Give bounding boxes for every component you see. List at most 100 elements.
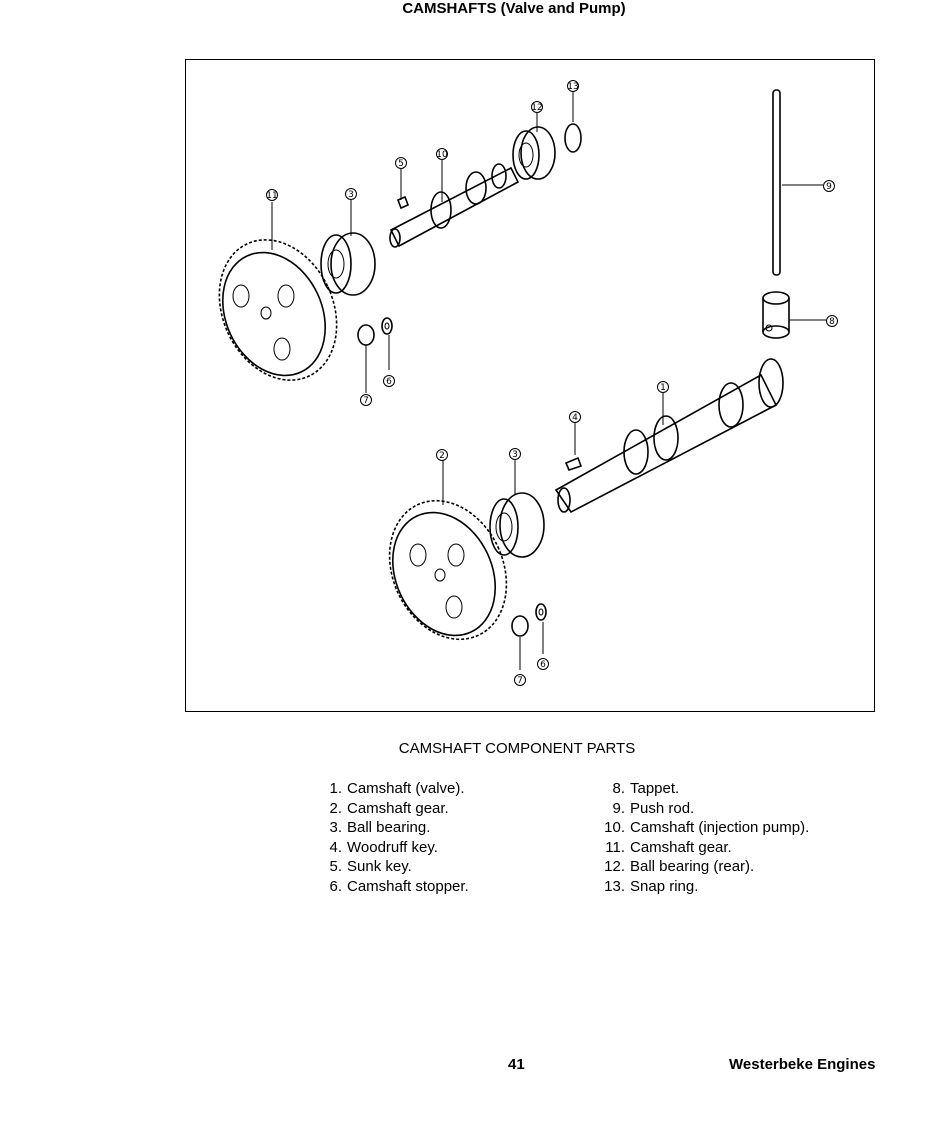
callout-circle bbox=[436, 449, 448, 461]
callout-marker: 9 bbox=[823, 180, 835, 192]
callout-number: 3 bbox=[348, 190, 354, 200]
callout-circle bbox=[345, 188, 357, 200]
callout-number: 7 bbox=[363, 396, 369, 406]
list-item: 10. Camshaft (injection pump). bbox=[597, 818, 809, 838]
list-item: 5. Sunk key. bbox=[314, 857, 469, 877]
callout-circle bbox=[509, 448, 521, 460]
callout-number: 10 bbox=[436, 150, 448, 160]
callout-number: 2 bbox=[439, 451, 445, 461]
part-number: 4. bbox=[329, 838, 342, 856]
camshaft-gear-2 bbox=[388, 499, 508, 641]
part-label: Tappet. bbox=[630, 780, 680, 797]
part-number: 1. bbox=[329, 780, 342, 797]
callout-circle bbox=[360, 394, 372, 406]
callout-marker: 6 bbox=[537, 658, 549, 670]
part-label: Snap ring. bbox=[630, 877, 699, 895]
list-item: 11. Camshaft gear. bbox=[597, 838, 809, 858]
tappet-8 bbox=[762, 291, 790, 339]
list-item: 2. Camshaft gear. bbox=[314, 799, 469, 819]
callout-marker: 10 bbox=[436, 148, 448, 160]
part-label: Camshaft (valve). bbox=[347, 780, 465, 797]
part-label: Camshaft stopper. bbox=[347, 877, 469, 895]
part-label: Ball bearing (rear). bbox=[630, 858, 755, 875]
list-item: 4. Woodruff key. bbox=[314, 838, 469, 858]
callout-marker: 3 bbox=[509, 448, 521, 460]
callout-number: 4 bbox=[572, 413, 578, 423]
stopper-lower bbox=[511, 603, 547, 637]
stopper-upper bbox=[357, 317, 393, 346]
callout-number: 8 bbox=[829, 317, 835, 327]
callout-number: 13 bbox=[567, 82, 578, 92]
part-number: 8. bbox=[612, 780, 625, 797]
ball-bearing-3-lower bbox=[489, 492, 545, 558]
part-label: Woodruff key. bbox=[347, 838, 438, 856]
part-number: 10. bbox=[604, 819, 625, 836]
callout-marker: 13 bbox=[567, 80, 579, 92]
callout-marker: 8 bbox=[826, 315, 838, 327]
callout-marker: 3 bbox=[345, 188, 357, 200]
callout-circle bbox=[823, 180, 835, 192]
part-number: 11. bbox=[605, 838, 625, 856]
part-label: Ball bearing. bbox=[347, 819, 431, 836]
part-number: 13. bbox=[604, 877, 625, 895]
callout-number: 9 bbox=[826, 182, 832, 192]
part-number: 6. bbox=[329, 877, 342, 895]
callout-number: 1 bbox=[660, 383, 666, 393]
figure-caption: CAMSHAFT COMPONENT PARTS bbox=[398, 740, 636, 757]
callout-number: 7 bbox=[517, 676, 523, 686]
list-item: 1. Camshaft (valve). bbox=[314, 779, 469, 799]
callout-circle bbox=[569, 411, 581, 423]
callout-circle bbox=[383, 375, 395, 387]
callout-number: 5 bbox=[398, 159, 404, 169]
page-number: 41 bbox=[508, 1056, 525, 1073]
part-number: 2. bbox=[329, 799, 342, 817]
list-item: 13. Snap ring. bbox=[597, 877, 809, 897]
callout-circle bbox=[436, 148, 448, 160]
callout-marker: 7 bbox=[360, 394, 372, 406]
part-number: 9. bbox=[612, 799, 625, 817]
list-item: 3. Ball bearing. bbox=[314, 818, 469, 838]
callout-number: 11 bbox=[266, 191, 277, 201]
push-rod-9 bbox=[772, 89, 781, 276]
callout-marker: 5 bbox=[395, 157, 407, 169]
callout-marker: 11 bbox=[266, 189, 278, 201]
callout-marker: 7 bbox=[514, 674, 526, 686]
footer-brand: Westerbeke Engines bbox=[729, 1056, 876, 1073]
part-number: 3. bbox=[329, 819, 342, 836]
part-number: 5. bbox=[329, 858, 342, 875]
callout-circle bbox=[537, 658, 549, 670]
page-title: CAMSHAFTS (Valve and Pump) bbox=[402, 0, 626, 17]
callout-circle bbox=[395, 157, 407, 169]
callout-circle bbox=[514, 674, 526, 686]
callout-circle bbox=[266, 189, 278, 201]
part-label: Push rod. bbox=[630, 799, 695, 817]
callout-circle bbox=[657, 381, 669, 393]
callout-marker: 2 bbox=[436, 449, 448, 461]
callout-circle bbox=[567, 80, 579, 92]
parts-list-right: 8. Tappet. 9. Push rod. 10. Camshaft (injec… bbox=[597, 779, 809, 896]
callout-number: 6 bbox=[386, 377, 392, 387]
list-item: 6. Camshaft stopper. bbox=[314, 877, 469, 897]
part-label: Sunk key. bbox=[347, 858, 412, 875]
callout-circle bbox=[826, 315, 838, 327]
callout-marker: 6 bbox=[383, 375, 395, 387]
callout-marker: 12 bbox=[531, 101, 543, 113]
injection-pump-camshaft-10 bbox=[389, 163, 520, 248]
part-label: Camshaft gear. bbox=[347, 799, 449, 817]
part-label: Camshaft (injection pump). bbox=[630, 819, 810, 836]
ball-bearing-3-upper bbox=[320, 232, 376, 296]
callout-circle bbox=[531, 101, 543, 113]
valve-camshaft-1 bbox=[554, 358, 784, 514]
part-number: 12. bbox=[604, 858, 625, 875]
callout-number: 12 bbox=[531, 103, 542, 113]
parts-list-left: 1. Camshaft (valve). 2. Camshaft gear. 3. B… bbox=[314, 779, 469, 897]
callout-number: 6 bbox=[540, 660, 546, 670]
callout-marker: 4 bbox=[569, 411, 581, 423]
list-item: 9. Push rod. bbox=[597, 799, 809, 819]
snap-ring-13 bbox=[564, 123, 582, 153]
part-label: Camshaft gear. bbox=[630, 838, 732, 856]
ball-bearing-12 bbox=[512, 126, 556, 180]
callout-marker: 1 bbox=[657, 381, 669, 393]
list-item: 12. Ball bearing (rear). bbox=[597, 857, 809, 877]
